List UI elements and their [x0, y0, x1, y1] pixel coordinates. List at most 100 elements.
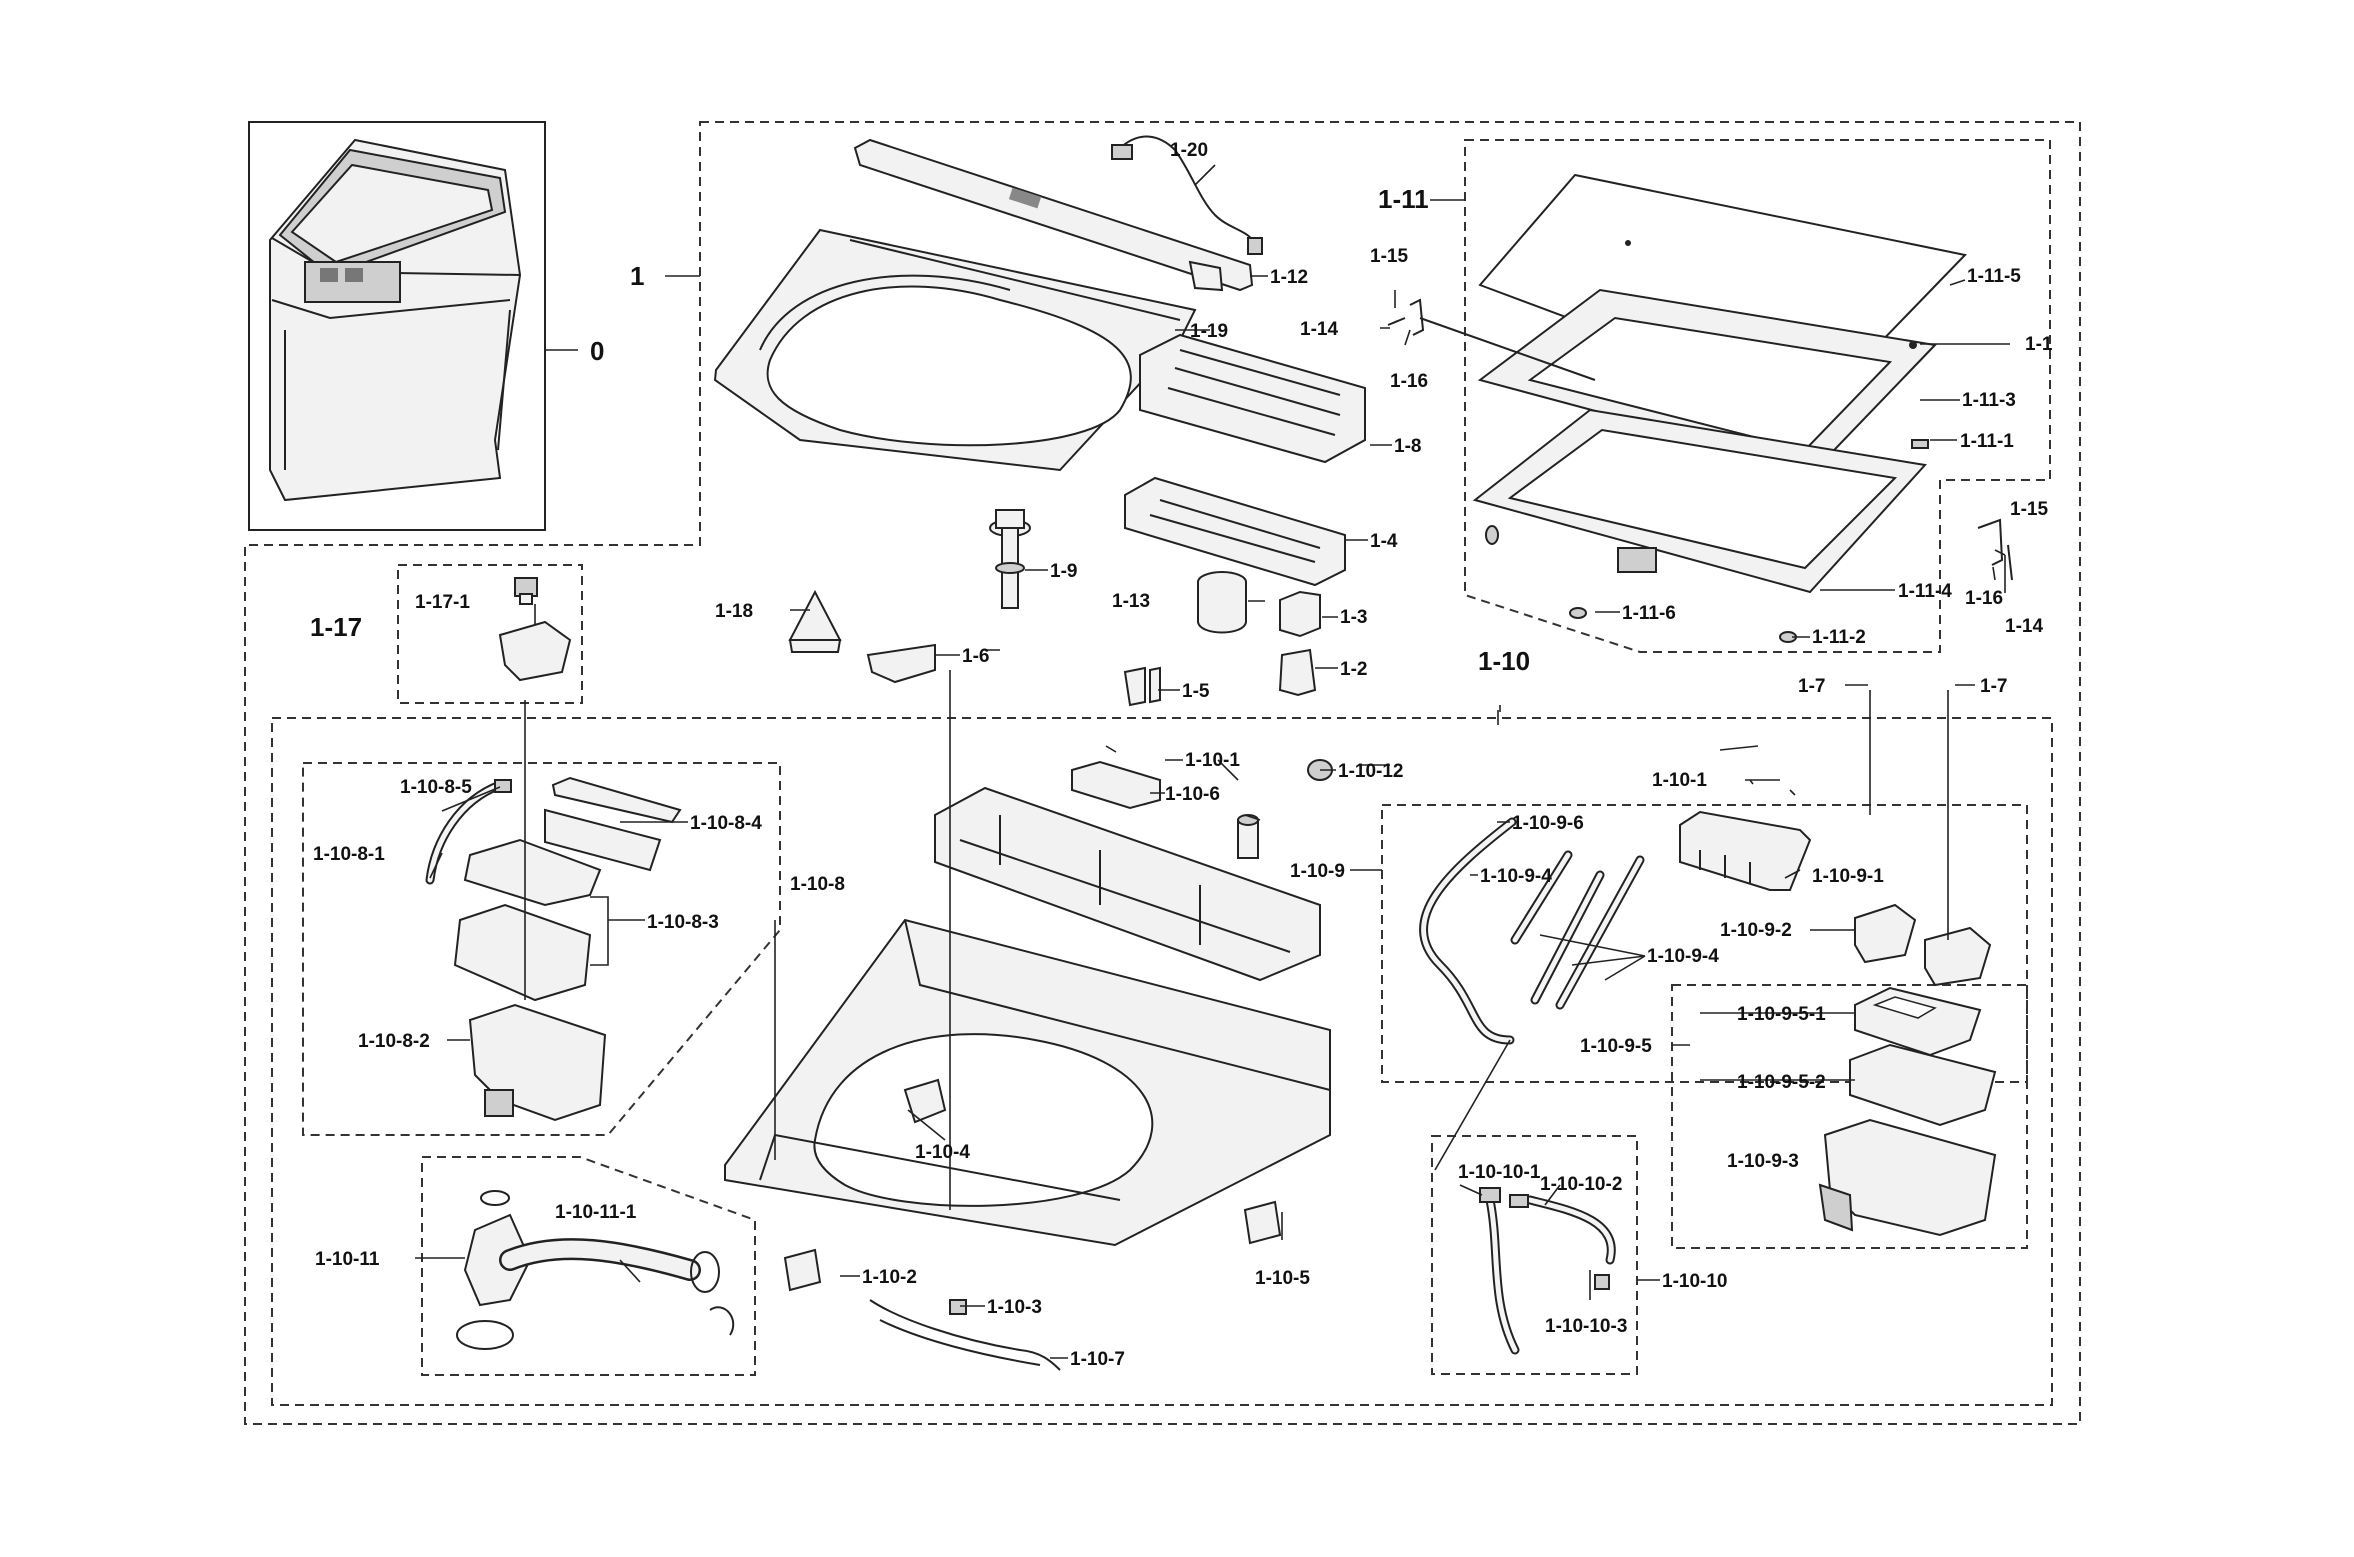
dispenser-cover [544, 776, 682, 872]
label-1-10-1-upper: 1-10-1 [1185, 750, 1240, 771]
dispenser-tray-small [866, 643, 936, 684]
label-1-10-9-5-1: 1-10-9-5-1 [1737, 1004, 1826, 1025]
drain-hose-assembly [456, 1190, 735, 1350]
group-1-10-10-boundary [1431, 1135, 1638, 1375]
group-1-17-boundary [397, 564, 583, 704]
wire-harness-connector [869, 1299, 1061, 1371]
dispenser-lid-upper [463, 838, 602, 907]
label-1-13: 1-13 [1112, 591, 1150, 612]
clamp-bracket [1123, 666, 1161, 707]
dispenser-tray-lower [1849, 1043, 1997, 1127]
label-1-8: 1-8 [1394, 436, 1421, 457]
label-1-10-8: 1-10-8 [790, 874, 845, 895]
label-1-11-2: 1-11-2 [1812, 627, 1866, 648]
softener-cup [498, 620, 572, 682]
inlet-hoses-short [1510, 850, 1645, 1010]
label-1-10-10: 1-10-10 [1662, 1271, 1728, 1292]
water-valve-manifold [1679, 810, 1812, 891]
label-1-10-9: 1-10-9 [1290, 861, 1345, 882]
label-1-16-lower: 1-16 [1965, 588, 2003, 609]
washer-complete-unit [269, 138, 522, 502]
assembly-0-frame [248, 121, 546, 531]
lid-small-parts [1485, 439, 1929, 643]
dispenser-main-housing [1818, 1118, 1997, 1237]
filter-cover [1139, 333, 1366, 464]
label-1-10-8-4: 1-10-8-4 [690, 813, 762, 834]
label-1-17-1: 1-17-1 [415, 592, 470, 613]
label-1-11-5: 1-11-5 [1967, 266, 2021, 287]
lid-frame-lower [1472, 408, 1927, 594]
balance-valve [989, 509, 1031, 609]
detergent-cup-left [1854, 903, 1917, 964]
label-1-1: 1-1 [2025, 334, 2053, 355]
label-1-10-10-3: 1-10-10-3 [1545, 1316, 1627, 1337]
label-1-9: 1-9 [1050, 561, 1077, 582]
detergent-cup-right [1924, 926, 1992, 987]
label-1-10-5: 1-10-5 [1255, 1268, 1310, 1289]
leader-lines-2 [1105, 745, 1796, 821]
label-0: 0 [590, 336, 604, 366]
label-1-11-1: 1-11-1 [1960, 431, 2014, 452]
cover-cap [1197, 571, 1247, 634]
label-1-18: 1-18 [715, 601, 753, 622]
label-1-10-9-4-lower: 1-10-9-4 [1647, 946, 1719, 967]
label-1-11-3: 1-11-3 [1962, 390, 2016, 411]
top-cover-frame [713, 228, 1197, 472]
label-1-10-9-2: 1-10-9-2 [1720, 920, 1792, 941]
pulsator-guide [788, 589, 842, 653]
power-wire-harness [1111, 135, 1263, 255]
label-1-10-8-3: 1-10-8-3 [647, 912, 719, 933]
group-1-10-9-5-boundary [1671, 984, 2028, 1249]
control-pcb-bracket [934, 786, 1321, 982]
dispenser-housing [468, 1003, 607, 1122]
label-1-10-9-5: 1-10-9-5 [1580, 1036, 1652, 1057]
label-1-10-3: 1-10-3 [987, 1297, 1042, 1318]
group-1-10-9-boundary [1381, 804, 2028, 1083]
label-1-12: 1-12 [1270, 267, 1308, 288]
cabinet-base-frame [724, 918, 1331, 1247]
label-1-6: 1-6 [962, 646, 989, 667]
sensor-clip-left [783, 1248, 822, 1292]
label-1-10-6: 1-10-6 [1165, 784, 1220, 805]
label-1-7-right: 1-7 [1980, 676, 2007, 697]
label-1-10-11: 1-10-11 [315, 1249, 380, 1270]
label-1-10-11-1: 1-10-11-1 [555, 1202, 637, 1223]
label-1-10-9-3: 1-10-9-3 [1727, 1151, 1799, 1172]
label-1-10-9-4-upper: 1-10-9-4 [1480, 866, 1552, 887]
label-1-10-9-6: 1-10-9-6 [1512, 813, 1584, 834]
bracket-frame [1124, 476, 1346, 587]
label-1-11: 1-11 [1378, 184, 1429, 214]
label-1-11-4: 1-11-4 [1898, 581, 1952, 602]
label-1-7-left: 1-7 [1798, 676, 1825, 697]
label-1-5: 1-5 [1182, 681, 1210, 702]
lid-frame-upper [1477, 288, 1938, 472]
label-1-10-7: 1-10-7 [1070, 1349, 1125, 1370]
hose-assembly-1-10-10 [1479, 1187, 1616, 1355]
label-1-10-1-right: 1-10-1 [1652, 770, 1707, 791]
sensor-clip-right [1243, 1200, 1282, 1245]
group-1-10-boundary [271, 717, 2053, 1406]
label-1-17: 1-17 [310, 612, 362, 642]
label-1-3: 1-3 [1340, 607, 1367, 628]
softener-cap [514, 577, 538, 605]
label-1-2: 1-2 [1340, 659, 1367, 680]
label-1-10-10-2: 1-10-10-2 [1540, 1174, 1622, 1195]
label-1-10-12: 1-10-12 [1338, 761, 1404, 782]
label-1-16-upper: 1-16 [1390, 371, 1428, 392]
label-1-10-8-1: 1-10-8-1 [313, 844, 385, 865]
holder-clip [1278, 648, 1317, 697]
group-1-10-11-boundary [421, 1156, 756, 1376]
hinge-parts-upper [1387, 298, 2013, 581]
label-1-4: 1-4 [1370, 531, 1398, 552]
label-1-15-upper: 1-15 [1370, 246, 1408, 267]
label-1-10-8-2: 1-10-8-2 [358, 1031, 430, 1052]
label-1: 1 [630, 261, 644, 291]
knob-cap [1279, 590, 1321, 638]
assembly-1-boundary [244, 121, 2081, 1425]
dispenser-hose [425, 779, 512, 885]
inlet-hose-main [1419, 817, 1517, 1045]
label-1-10: 1-10 [1478, 646, 1530, 676]
label-1-19: 1-19 [1190, 321, 1228, 342]
group-1-10-8-boundary [302, 762, 781, 1136]
